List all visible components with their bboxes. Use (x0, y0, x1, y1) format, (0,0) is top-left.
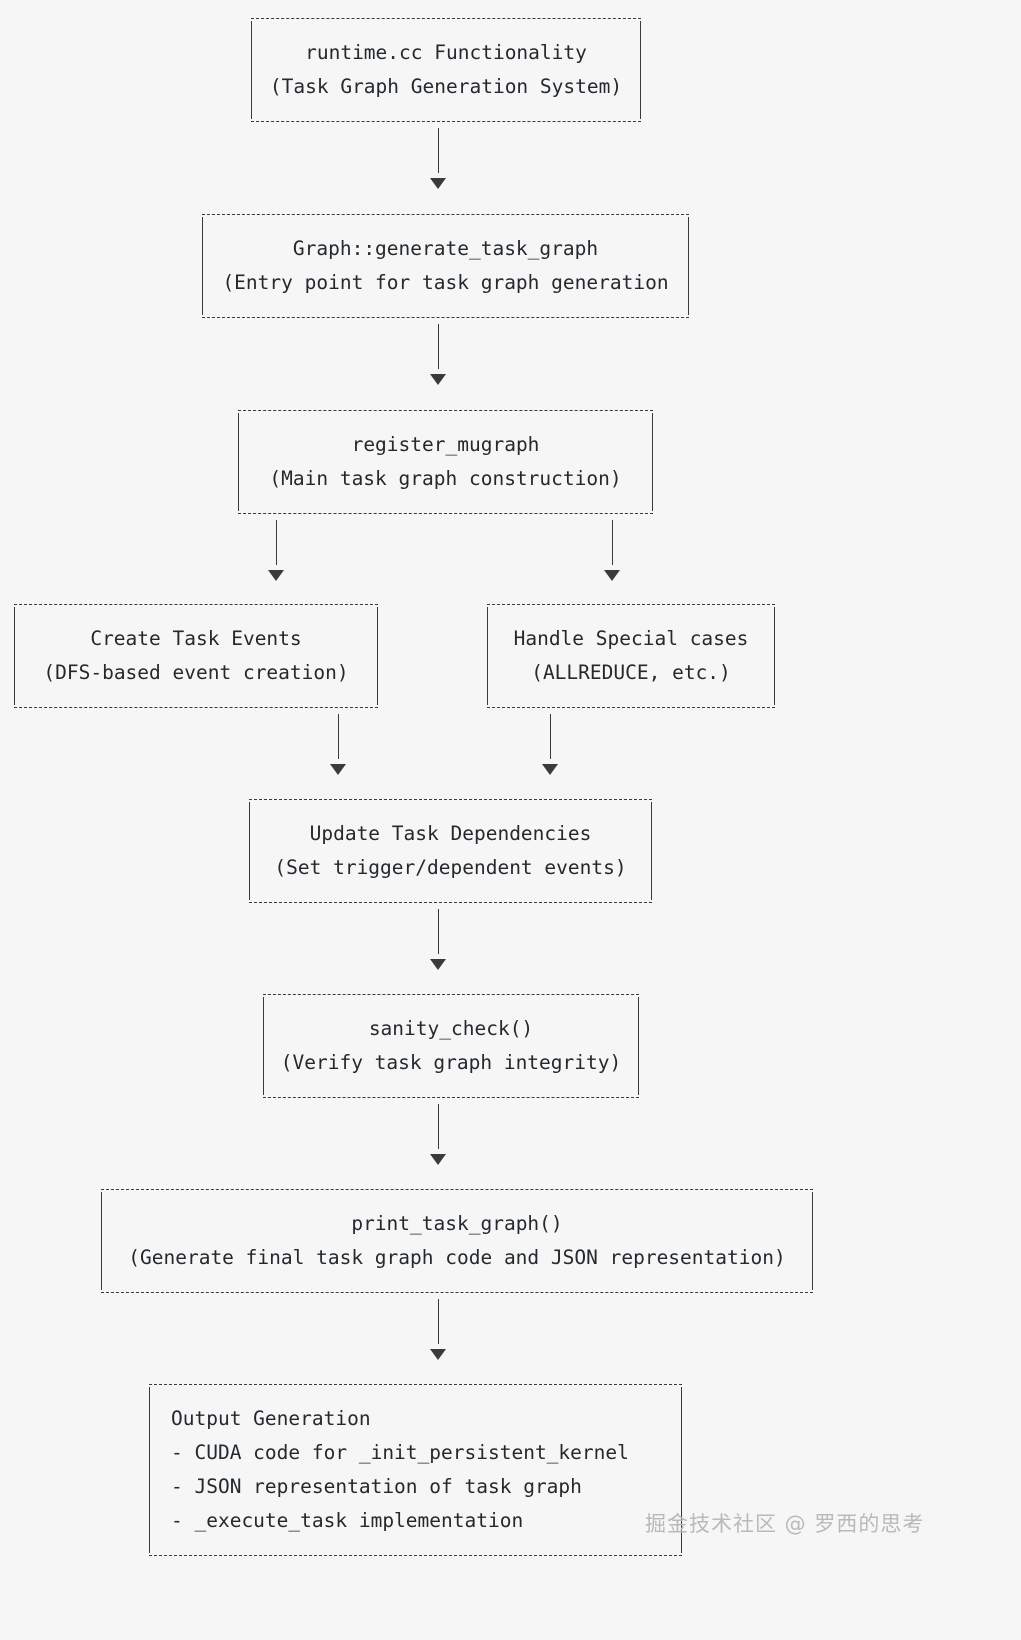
node-print-task-graph-line-2: (Generate final task graph code and JSON… (128, 1245, 786, 1269)
node-sanity-check-line-1: sanity_check() (368, 1016, 534, 1040)
node-generate-task-graph-line-2: (Entry point for task graph generation (222, 270, 669, 294)
arrow-6 (430, 959, 446, 970)
node-output-generation-line-4: - _execute_task implementation (171, 1508, 524, 1532)
node-handle-special-cases-line-1: Handle Special cases (513, 626, 749, 650)
node-generate-task-graph-line-1: Graph::generate_task_graph (292, 236, 599, 260)
connector-3-right (612, 520, 613, 565)
connector-8 (438, 1299, 439, 1344)
node-update-task-dependencies-line-2: (Set trigger/dependent events) (274, 855, 627, 879)
node-output-generation-line-1: Output Generation (171, 1406, 371, 1430)
node-create-task-events-line-1: Create Task Events (90, 626, 302, 650)
connector-4-merge (338, 714, 339, 759)
node-sanity-check: sanity_check() (Verify task graph integr… (263, 994, 639, 1098)
arrow-7 (430, 1154, 446, 1165)
node-runtime-cc-line-1: runtime.cc Functionality (305, 40, 587, 64)
node-output-generation-line-2: - CUDA code for _init_persistent_kernel (171, 1440, 629, 1464)
watermark-text: 掘金技术社区 @ 罗西的思考 (645, 1512, 925, 1536)
connector-1 (438, 128, 439, 173)
connector-5-merge (550, 714, 551, 759)
arrow-4-merge (330, 764, 346, 775)
node-print-task-graph-line-1: print_task_graph() (351, 1211, 563, 1235)
node-handle-special-cases: Handle Special cases (ALLREDUCE, etc.) (487, 604, 775, 708)
arrow-3-right (604, 570, 620, 581)
node-register-mugraph: register_mugraph (Main task graph constr… (238, 410, 653, 514)
node-output-generation: Output Generation - CUDA code for _init_… (149, 1384, 682, 1556)
node-print-task-graph: print_task_graph() (Generate final task … (101, 1189, 813, 1293)
node-output-generation-line-3: - JSON representation of task graph (171, 1474, 582, 1498)
node-register-mugraph-line-2: (Main task graph construction) (269, 466, 622, 490)
connector-6 (438, 909, 439, 954)
node-update-task-dependencies: Update Task Dependencies (Set trigger/de… (249, 799, 652, 903)
node-register-mugraph-line-1: register_mugraph (351, 432, 540, 456)
arrow-5-merge (542, 764, 558, 775)
connector-3-left (276, 520, 277, 565)
connector-7 (438, 1104, 439, 1149)
node-runtime-cc-line-2: (Task Graph Generation System) (269, 74, 623, 98)
node-handle-special-cases-line-2: (ALLREDUCE, etc.) (531, 660, 731, 684)
node-runtime-cc: runtime.cc Functionality (Task Graph Gen… (251, 18, 641, 122)
arrow-1 (430, 178, 446, 189)
arrow-3-left (268, 570, 284, 581)
arrow-8 (430, 1349, 446, 1360)
node-create-task-events: Create Task Events (DFS-based event crea… (14, 604, 378, 708)
arrow-2 (430, 374, 446, 385)
node-sanity-check-line-2: (Verify task graph integrity) (280, 1050, 622, 1074)
node-generate-task-graph: Graph::generate_task_graph (Entry point … (202, 214, 689, 318)
connector-2 (438, 324, 439, 369)
node-update-task-dependencies-line-1: Update Task Dependencies (309, 821, 592, 845)
node-create-task-events-line-2: (DFS-based event creation) (43, 660, 349, 684)
